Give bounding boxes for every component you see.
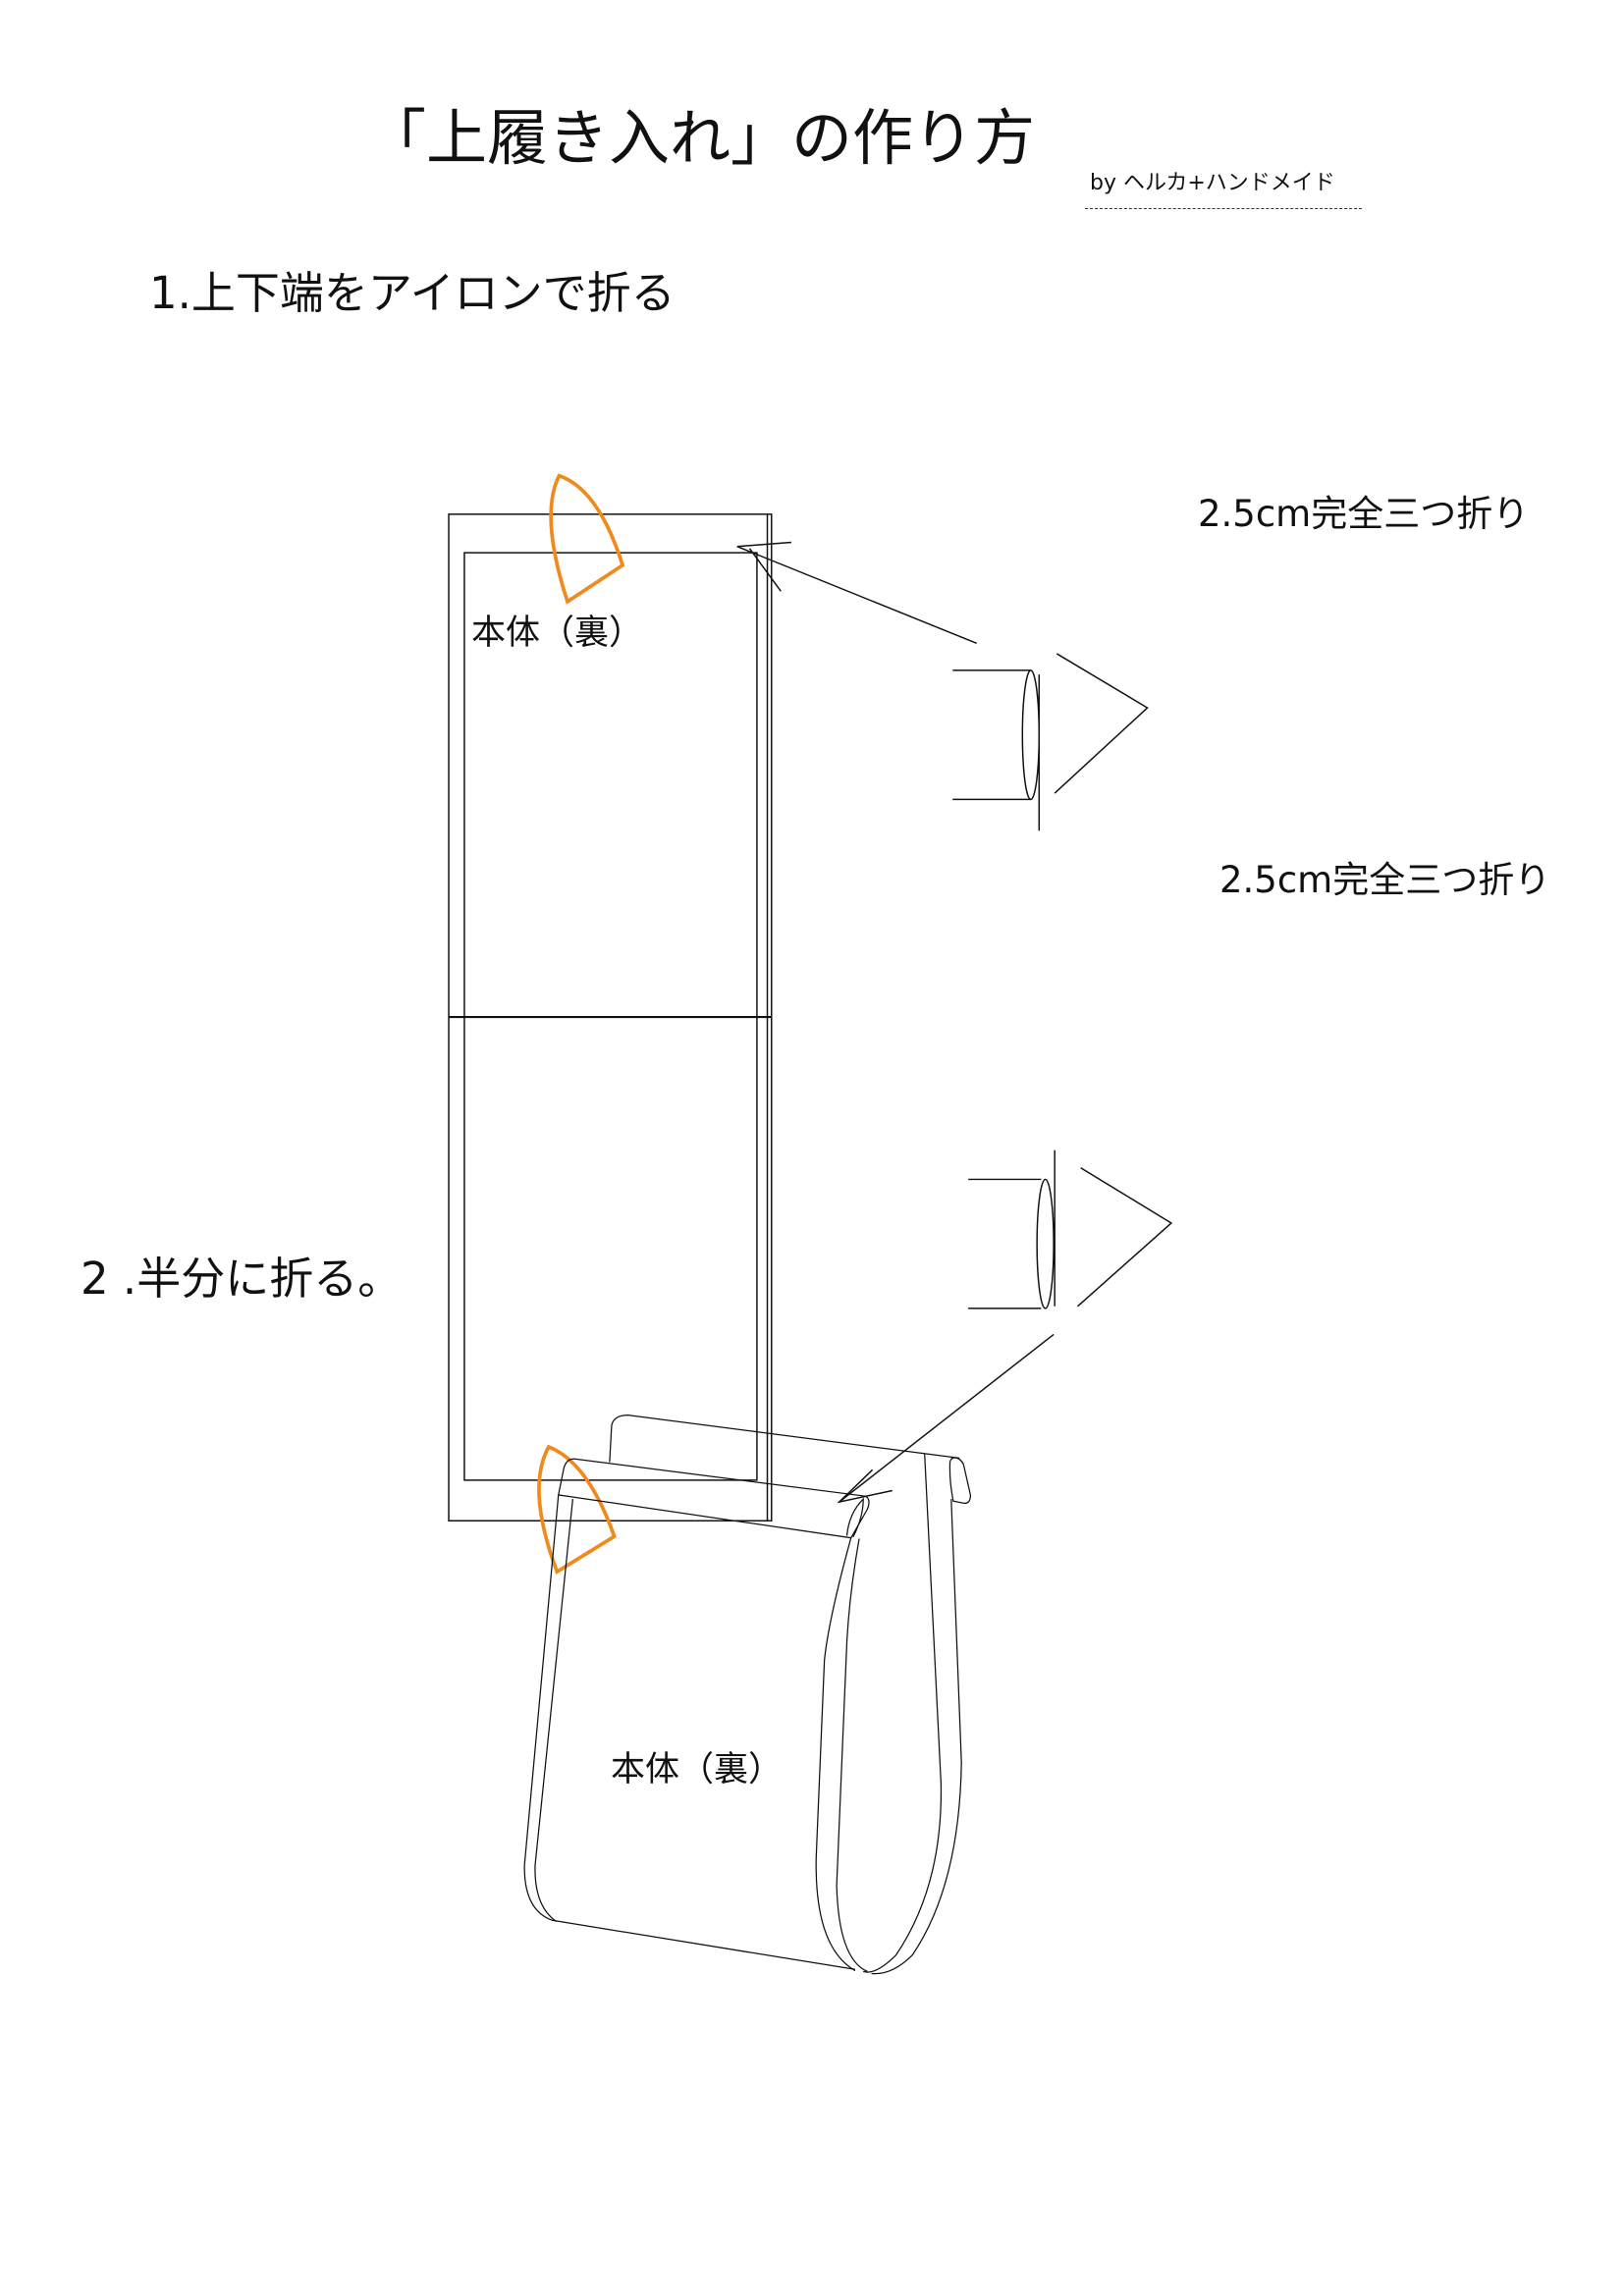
back-fold-loop xyxy=(948,1457,972,1505)
front-panel-inner xyxy=(534,1499,573,1923)
author-credit: by ヘルカ+ハンドメイド xyxy=(1090,171,1335,195)
back-panel-edge-outer xyxy=(871,1499,962,1975)
marker-bottom xyxy=(537,1444,617,1575)
author-underline xyxy=(1085,208,1362,209)
page-title: 「上履き入れ」の作り方 xyxy=(365,102,1036,174)
folded-bag-diagram xyxy=(523,1415,972,1975)
front-right-edge-inner xyxy=(836,1538,868,1972)
front-panel-outer xyxy=(523,1494,855,1970)
back-panel-top xyxy=(609,1415,960,1463)
step2-heading: 2 .半分に折る。 xyxy=(81,1253,403,1305)
arrow-top xyxy=(736,546,977,645)
fold-symbol-bottom xyxy=(968,1149,1173,1309)
arrow-bottom xyxy=(839,1333,1055,1503)
fold-top-label: 2.5cm完全三つ折り xyxy=(1198,493,1530,535)
fold-symbol-top xyxy=(952,653,1149,831)
arrow-head-top xyxy=(748,548,782,592)
step1-panel-label: 本体（裏） xyxy=(471,614,644,653)
arrow-head-top xyxy=(736,541,791,548)
flat-panel-diagram xyxy=(448,473,1173,1575)
step2-panel-label: 本体（裏） xyxy=(611,1750,784,1789)
marker-top xyxy=(549,473,625,605)
front-band-roll xyxy=(845,1497,864,1538)
front-band xyxy=(558,1458,870,1539)
step1-heading: 1.上下端をアイロンで折る xyxy=(149,267,676,319)
fold-bottom-label: 2.5cm完全三つ折り xyxy=(1219,859,1551,901)
back-panel-edge-inner xyxy=(863,1454,943,1973)
front-right-edge xyxy=(815,1537,856,1972)
arrow-head-bottom xyxy=(837,1468,893,1504)
